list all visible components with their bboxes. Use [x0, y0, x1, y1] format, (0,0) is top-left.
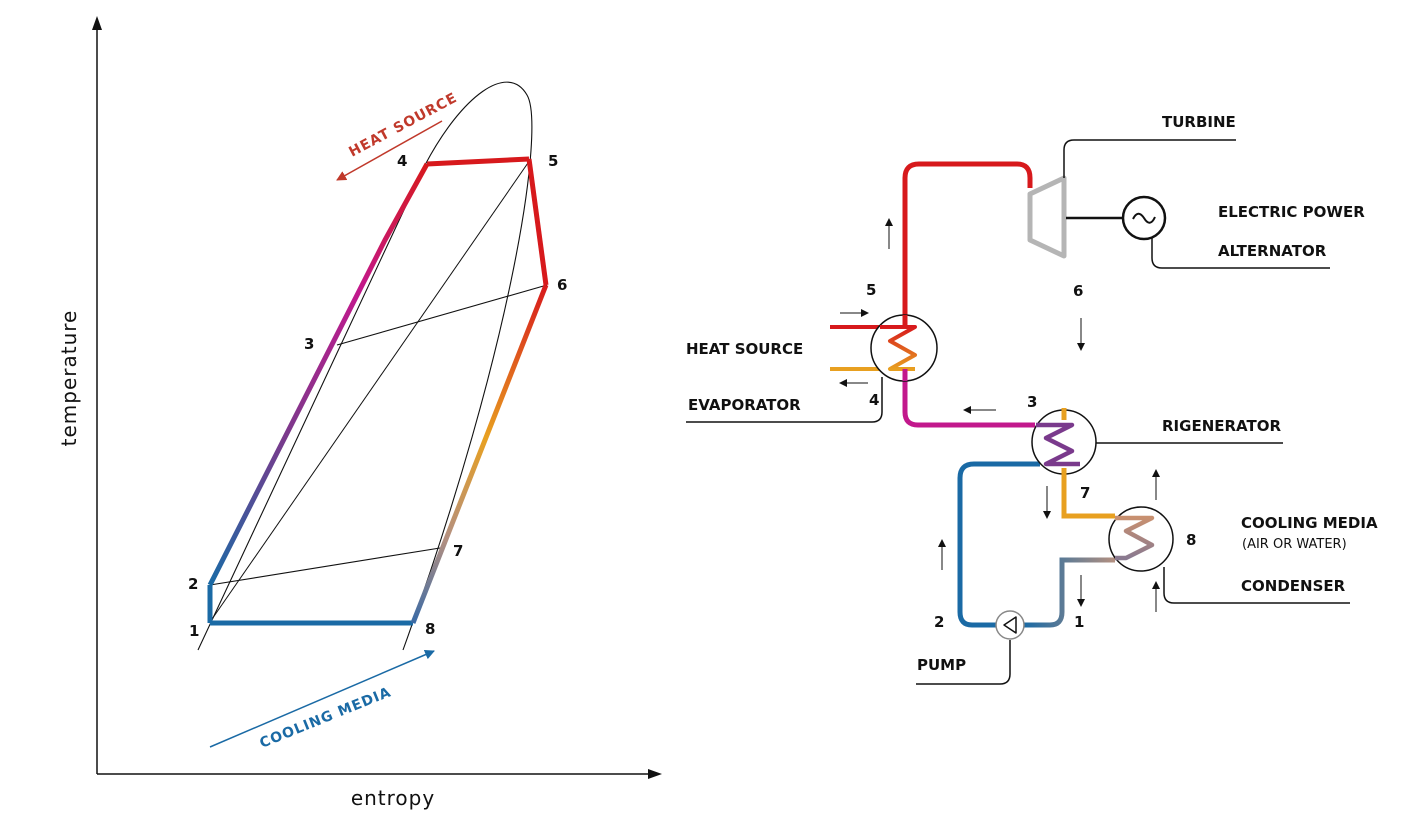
- evaporator-label: EVAPORATOR: [688, 396, 801, 414]
- cycle-expansion-5-6: [526, 158, 549, 286]
- condenser-label: CONDENSER: [1241, 577, 1346, 595]
- rigenerator-label: RIGENERATOR: [1162, 417, 1281, 435]
- alternator-label: ALTERNATOR: [1218, 242, 1327, 260]
- sch-point-2: 2: [934, 613, 944, 631]
- condenser-leader-line: [1163, 567, 1350, 604]
- ts-heat-source-label: HEAT SOURCE: [346, 90, 460, 161]
- pipe-condenser-to-pump: [1024, 557, 1115, 628]
- isobar-line-2-7: [209, 547, 441, 586]
- ts-point-4: 4: [397, 152, 407, 170]
- sch-point-1: 1: [1074, 613, 1084, 631]
- x-axis-arrowhead: [648, 769, 662, 779]
- cooling-media-label: COOLING MEDIA: [1241, 514, 1378, 532]
- isobar-line-3-6: [336, 284, 548, 346]
- cycle-heating-2-4: [207, 162, 430, 587]
- alternator-leader-line: [1151, 238, 1330, 269]
- sch-point-4: 4: [869, 391, 879, 409]
- pump-circle: [995, 610, 1025, 640]
- cooling-media-sub-label: (AIR OR WATER): [1242, 537, 1347, 552]
- sine-wave-icon: [1132, 212, 1156, 224]
- y-axis-arrowhead: [92, 16, 102, 30]
- cooling-media-arrow: [209, 649, 435, 748]
- pipe-regenerator-to-evaporator: [902, 380, 1035, 428]
- orc-schematic: 5 4 6 3 7 8 2 1 TURBINE ELECTRIC POWER A…: [686, 113, 1378, 685]
- pipe-evaporator-to-turbine: [902, 161, 1033, 318]
- ts-point-6: 6: [557, 276, 567, 294]
- saturation-dome: [197, 81, 533, 651]
- pump-triangle-icon: [1003, 616, 1017, 634]
- regenerator-coil: [1036, 422, 1080, 467]
- turbine-leader-line: [1063, 139, 1236, 178]
- sch-point-8: 8: [1186, 531, 1196, 549]
- x-axis-label: entropy: [351, 786, 435, 810]
- pipe-regenerator-to-condenser: [1061, 470, 1115, 519]
- evaporator-coil: [880, 325, 917, 371]
- ts-diagram: temperature entropy 1 2 3 4 5 6 7 8 HEAT…: [57, 16, 662, 810]
- y-axis-label: temperature: [57, 310, 81, 447]
- cycle-evaporation-4-5: [426, 156, 530, 167]
- turbine-shape: [1027, 175, 1067, 259]
- evaporator-leader-line: [686, 377, 883, 423]
- heat-source-label: HEAT SOURCE: [686, 340, 803, 358]
- sch-point-7: 7: [1080, 484, 1090, 502]
- ts-point-1: 1: [189, 622, 199, 640]
- isobar-line-1-5: [209, 159, 531, 623]
- pump-leader-line: [916, 640, 1011, 685]
- sch-point-3: 3: [1027, 393, 1037, 411]
- ts-point-5: 5: [548, 152, 558, 170]
- cycle-cooling-6-8: [410, 284, 549, 624]
- condenser-coil: [1115, 515, 1155, 561]
- pipe-pump-to-regenerator: [957, 461, 1040, 628]
- ts-point-7: 7: [453, 542, 463, 560]
- sch-point-5: 5: [866, 281, 876, 299]
- ts-point-3: 3: [304, 335, 314, 353]
- turbine-label: TURBINE: [1162, 113, 1236, 131]
- electric-power-label: ELECTRIC POWER: [1218, 203, 1365, 221]
- pump-label: PUMP: [917, 656, 966, 674]
- ts-point-2: 2: [188, 575, 198, 593]
- sch-point-6: 6: [1073, 282, 1083, 300]
- ts-point-8: 8: [425, 620, 435, 638]
- heat-source-arrow: [336, 120, 443, 181]
